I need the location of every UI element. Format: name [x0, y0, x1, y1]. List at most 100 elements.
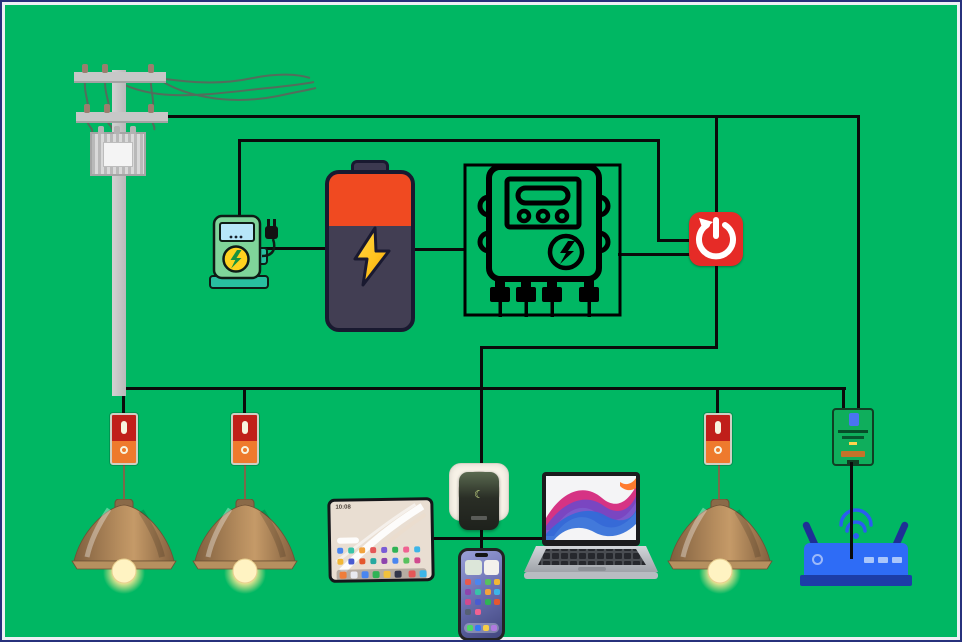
app-icon[interactable]: [337, 558, 344, 565]
rocker-switch[interactable]: [110, 413, 138, 465]
transformer-bushing: [114, 126, 120, 134]
lamp-cord: [123, 464, 125, 502]
app-icon[interactable]: [465, 579, 471, 585]
home-battery[interactable]: [325, 160, 415, 334]
app-icon[interactable]: [465, 599, 471, 605]
app-icon[interactable]: [494, 589, 500, 595]
app-icon[interactable]: [465, 609, 471, 615]
app-icon[interactable]: [494, 599, 500, 605]
insulator: [104, 104, 110, 113]
app-icon[interactable]: [337, 547, 344, 554]
pendant-lamp[interactable]: [69, 499, 179, 595]
app-icon[interactable]: [485, 599, 491, 605]
wire: [657, 139, 660, 241]
phone-widget[interactable]: [484, 560, 499, 575]
dock-icon[interactable]: [475, 625, 481, 631]
wifi-router[interactable]: [800, 507, 912, 589]
dock-icon[interactable]: [372, 571, 380, 579]
app-icon[interactable]: [392, 557, 399, 564]
dock-icon[interactable]: [483, 625, 489, 631]
dock-icon[interactable]: [491, 625, 497, 631]
dock-icon[interactable]: [394, 570, 402, 578]
control-unit[interactable]: [462, 159, 624, 325]
laptop-keyboard[interactable]: [538, 549, 646, 565]
app-icon[interactable]: [370, 558, 377, 565]
app-icon[interactable]: [381, 557, 388, 564]
battery-top-band: [329, 174, 411, 226]
dock-icon[interactable]: [339, 571, 347, 579]
tablet-search-pill[interactable]: [336, 537, 360, 544]
utility-pole[interactable]: [68, 64, 318, 396]
wire: [238, 139, 659, 142]
main-power-button[interactable]: [689, 212, 743, 266]
wire: [657, 239, 693, 242]
app-icon[interactable]: [348, 558, 355, 565]
wire: [264, 247, 326, 250]
pendant-lamp[interactable]: [190, 499, 300, 595]
dock-icon[interactable]: [350, 571, 358, 579]
laptop-touchpad[interactable]: [578, 567, 606, 571]
wire: [238, 139, 241, 221]
wire: [480, 518, 483, 552]
wire: [243, 388, 246, 415]
rocker-switch[interactable]: [704, 413, 732, 465]
router-button[interactable]: [812, 554, 823, 565]
phone-widget[interactable]: [465, 560, 482, 575]
laptop[interactable]: [524, 472, 658, 584]
battery-body: [325, 170, 415, 332]
switch-on-half: [706, 415, 730, 441]
rocker-switch[interactable]: [231, 413, 259, 465]
app-icon[interactable]: [485, 589, 491, 595]
router-led: [892, 557, 902, 563]
dock-icon[interactable]: [467, 625, 473, 631]
app-icon[interactable]: [475, 599, 481, 605]
app-icon[interactable]: [381, 546, 388, 553]
pendant-lamp[interactable]: [665, 499, 775, 595]
app-icon[interactable]: [414, 557, 421, 564]
app-icon[interactable]: [392, 546, 399, 553]
wire: [842, 388, 845, 410]
wire: [480, 346, 483, 468]
wire: [410, 248, 466, 251]
bolt-icon: [353, 226, 391, 287]
power-adapter[interactable]: [832, 408, 874, 466]
ev-charger[interactable]: [202, 210, 282, 292]
app-icon[interactable]: [475, 579, 481, 585]
plug-icon: [265, 219, 278, 239]
dock-icon[interactable]: [361, 571, 369, 579]
dock-icon[interactable]: [408, 570, 416, 578]
wire: [715, 115, 718, 215]
app-icon[interactable]: [403, 546, 410, 553]
app-icon[interactable]: [359, 547, 366, 554]
app-icon[interactable]: [494, 579, 500, 585]
wire: [480, 346, 718, 349]
transformer: [90, 126, 146, 176]
power-icon: [696, 217, 736, 260]
light-bulb: [707, 558, 733, 584]
app-icon[interactable]: [370, 547, 377, 554]
plug-display-mark: [471, 516, 487, 520]
dock-icon[interactable]: [419, 570, 427, 578]
app-icon[interactable]: [475, 609, 481, 615]
light-bulb: [111, 558, 137, 584]
adapter-spec-text: [838, 430, 868, 433]
app-icon[interactable]: [414, 546, 421, 553]
transformer-bushing: [130, 126, 136, 134]
tablet[interactable]: 10:08: [327, 497, 435, 583]
app-icon[interactable]: [475, 589, 481, 595]
app-icon[interactable]: [359, 558, 366, 565]
insulator: [102, 64, 108, 73]
app-icon[interactable]: [403, 557, 410, 564]
smartphone[interactable]: [458, 548, 505, 640]
smart-plug-device[interactable]: ☾: [459, 472, 499, 530]
moon-icon: ☾: [474, 489, 484, 501]
app-icon[interactable]: [348, 547, 355, 554]
app-icon[interactable]: [485, 579, 491, 585]
bolt-icon: [230, 250, 242, 269]
transformer-panel: [103, 142, 133, 167]
wire: [618, 253, 692, 256]
meter-display: [504, 176, 582, 230]
app-icon[interactable]: [465, 589, 471, 595]
dock-icon[interactable]: [383, 570, 391, 578]
